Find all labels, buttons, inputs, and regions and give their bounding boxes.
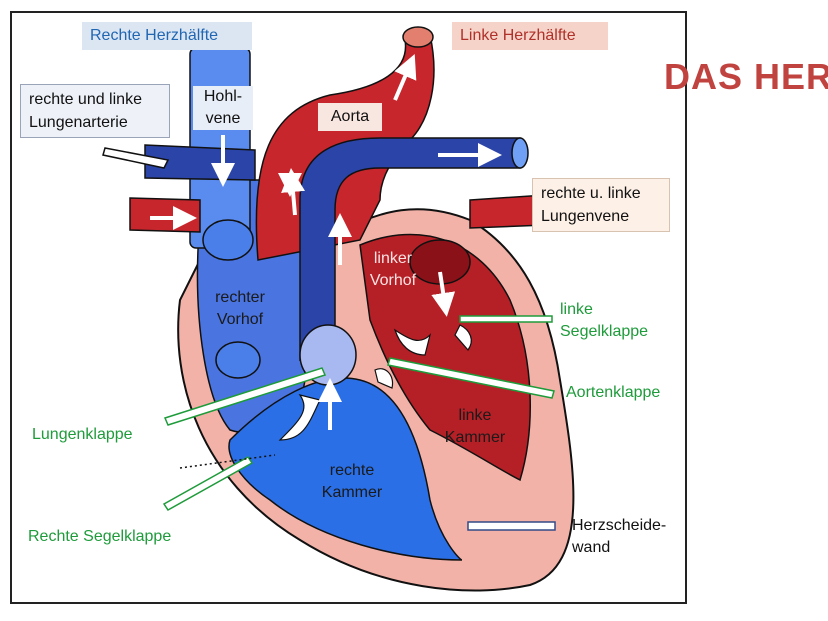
right-atrium-label: rechter Vorhof	[215, 289, 265, 328]
aorta-label: Aorta	[318, 103, 382, 131]
septum-label: Herzscheide-wand	[572, 517, 667, 556]
right-half-label: Rechte Herzhälfte	[82, 22, 252, 50]
right-av-valve-label: Rechte Segelklappe	[28, 528, 172, 545]
aortic-valve-label: Aortenklappe	[566, 384, 661, 401]
blood-flow-arrows	[150, 53, 502, 430]
right-ventricle-label: rechte Kammer	[321, 462, 383, 501]
left-half-label: Linke Herzhälfte	[452, 22, 608, 50]
pointer-arrows	[102, 147, 556, 531]
left-atrium-label: linker Vorhof	[369, 250, 417, 289]
pulmonary-valve-label: Lungenklappe	[32, 426, 133, 443]
left-ventricle-chamber	[359, 233, 531, 482]
left-ventricle-label: linke Kammer	[444, 407, 506, 446]
pulmonary-vein-label: rechte u. linke Lungenvene	[532, 178, 670, 232]
vena-cava-label: Hohl-vene	[193, 86, 253, 130]
left-av-valve-label: linke Segelklappe	[560, 301, 649, 340]
pulmonary-artery-label: rechte und linke Lungenarterie	[20, 84, 170, 138]
diagram-frame	[10, 11, 687, 604]
page-title: DAS HER	[664, 56, 828, 97]
